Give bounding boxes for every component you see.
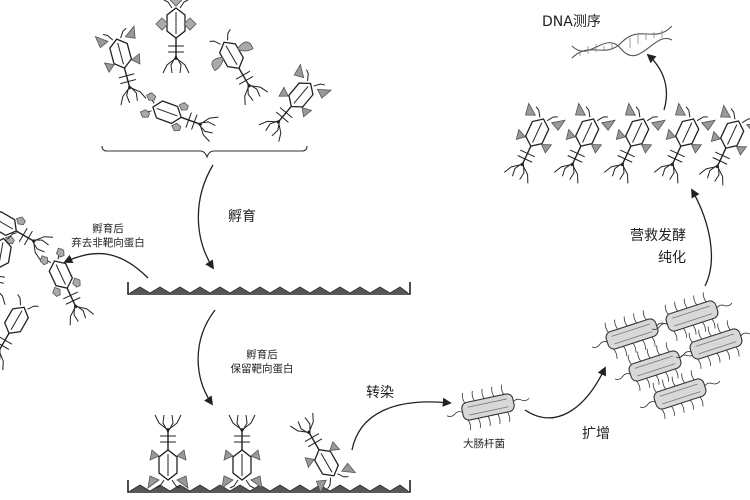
transfect-label: 转染: [366, 385, 394, 401]
library-phage-3: [208, 28, 269, 106]
incubate-label: 孵育: [228, 209, 256, 225]
library-phage-1: [94, 25, 147, 106]
enriched-phage-2: [553, 102, 616, 185]
enriched-phages: [503, 102, 750, 187]
enriched-phage-1: [503, 102, 566, 185]
transfect-arrow: [351, 397, 452, 451]
target-protein-layer: [129, 286, 409, 294]
discard-note-line2: 弃去非靶向蛋白: [71, 236, 145, 249]
sequencing-arrow: [646, 53, 668, 111]
ecoli-label: 大肠杆菌: [463, 437, 505, 450]
keep-note-line1: 孵育后: [246, 348, 278, 361]
ecoli-colony: [585, 284, 750, 426]
keep-arrow: [197, 309, 216, 406]
discarded-phage-2: [36, 245, 95, 327]
bound-phages: [147, 412, 356, 494]
bound-phage-1: [147, 414, 189, 489]
library-phage-4: [138, 89, 220, 143]
discarded-phage-3: [0, 293, 40, 371]
rescue-label-line1: 营救发酵: [630, 228, 686, 244]
target-plate-1: [127, 282, 411, 295]
phage-library: [94, 0, 332, 143]
dna-seq-label: DNA测序: [542, 14, 601, 30]
enriched-phage-4: [653, 102, 716, 185]
discard-note-line1: 孵育后: [92, 222, 124, 235]
rescue-label-line2: 纯化: [658, 250, 686, 266]
library-phage-2: [155, 0, 197, 74]
discarded-phages: [0, 197, 95, 371]
keep-note-line2: 保留靶向蛋白: [231, 362, 294, 375]
discard-arrow: [63, 252, 149, 279]
amplify-arrow: [524, 366, 606, 419]
ecoli-cell: [442, 379, 534, 435]
incubate-arrow: [197, 164, 214, 270]
amplify-label: 扩增: [582, 426, 610, 442]
dna-helix: [571, 25, 673, 59]
library-brace: [101, 145, 308, 159]
target-plate-2: [127, 480, 411, 493]
library-phage-5: [258, 64, 332, 143]
bound-phage-2: [221, 414, 263, 489]
rescue-arrow: [691, 188, 713, 287]
bound-phage-3: [289, 412, 356, 494]
enriched-phage-3: [603, 102, 666, 185]
